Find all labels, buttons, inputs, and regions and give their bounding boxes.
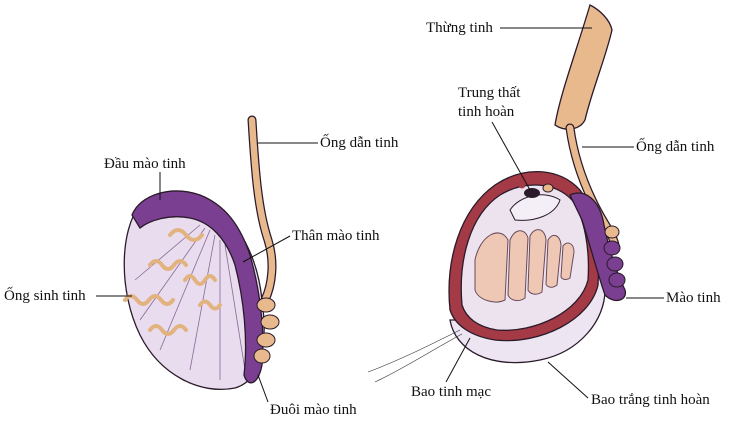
right-mediastinum <box>509 183 561 221</box>
right-labels: Thừng tinh Trung thất tinh hoàn Ống dẫn … <box>411 20 721 408</box>
label-than-mao-tinh: Thân mào tinh <box>292 228 380 244</box>
label-dau-mao-tinh: Đầu mào tinh <box>104 156 186 172</box>
label-duoi-mao-tinh: Đuôi mào tinh <box>270 402 357 418</box>
right-lobules <box>474 229 575 303</box>
label-bao-trang-tinh-hoan: Bao trắng tinh hoàn <box>591 392 710 408</box>
label-mao-tinh: Mào tinh <box>666 290 721 306</box>
left-seminiferous-tubules <box>123 228 222 336</box>
right-fibers <box>367 329 463 383</box>
label-ong-dan-tinh-left: Ống dẫn tinh <box>320 133 399 151</box>
right-spermatic-cord <box>554 4 613 130</box>
label-ong-dan-tinh-right: Ống dẫn tinh <box>636 137 715 155</box>
label-thung-tinh: Thừng tinh <box>426 20 493 36</box>
left-epididymis <box>131 190 264 384</box>
label-ong-sinh-tinh: Ống sinh tinh <box>4 286 86 304</box>
left-testis-figure <box>123 115 280 390</box>
left-duct-coils <box>253 297 280 364</box>
right-epididymis <box>569 192 627 302</box>
right-duct-coils <box>603 240 626 288</box>
right-testis-figure <box>367 4 627 383</box>
label-bao-tinh-mac: Bao tinh mạc <box>411 384 491 400</box>
left-labels: Đầu mào tinh Ống sinh tinh Thân mào tinh… <box>4 133 399 418</box>
label-trung-that-1: Trung thất <box>458 85 521 101</box>
label-trung-that-2: tinh hoàn <box>458 104 515 120</box>
